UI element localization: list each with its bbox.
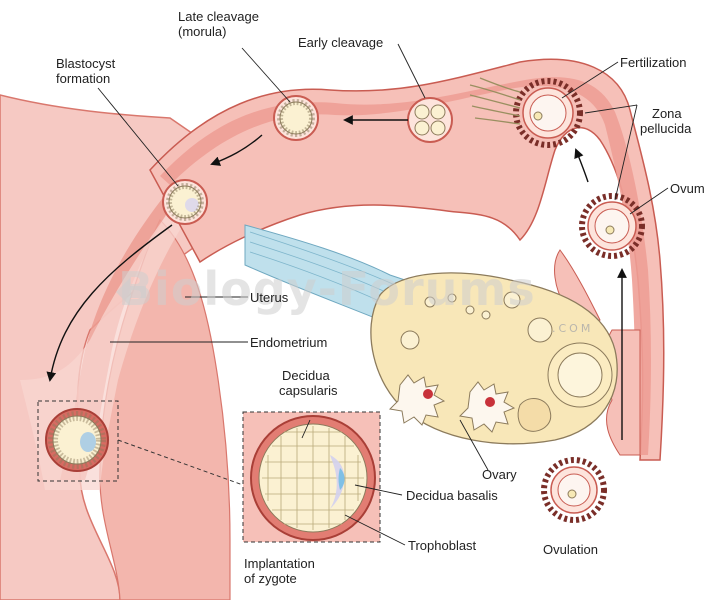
label-uterus: Uterus bbox=[250, 290, 289, 305]
label-late-cleavage: Late cleavage (morula) bbox=[178, 9, 259, 39]
label-implantation: Implantation of zygote bbox=[244, 556, 315, 586]
label-blastocyst-line1: Blastocyst bbox=[56, 56, 116, 71]
label-decidua-basalis: Decidua basalis bbox=[406, 488, 498, 503]
label-decidua-capsularis-line1: Decidua bbox=[282, 368, 330, 383]
label-fertilization: Fertilization bbox=[620, 55, 687, 70]
label-late-cleavage-line2: (morula) bbox=[178, 24, 227, 39]
watermark-text: Biology-Forums bbox=[118, 262, 536, 316]
label-decidua-capsularis-line2: capsularis bbox=[279, 383, 338, 398]
ovary-follicles bbox=[400, 291, 613, 432]
label-ovary: Ovary bbox=[482, 467, 517, 482]
zoom-line-top bbox=[117, 439, 244, 486]
label-early-cleavage: Early cleavage bbox=[298, 35, 384, 50]
label-late-cleavage-line1: Late cleavage bbox=[178, 9, 259, 24]
ovulation-cell bbox=[541, 457, 607, 523]
tube-lumen bbox=[160, 77, 651, 455]
watermark-logo-icon bbox=[116, 278, 146, 306]
corpus-luteum bbox=[388, 374, 516, 433]
label-ovum: Ovum bbox=[670, 181, 705, 196]
label-blastocyst: Blastocyst formation bbox=[56, 56, 115, 86]
label-implantation-line1: Implantation bbox=[244, 556, 315, 571]
label-ovulation: Ovulation bbox=[543, 542, 598, 557]
inset-zygote bbox=[250, 415, 376, 541]
label-zona-pellucida: Zona pellucida bbox=[640, 106, 691, 136]
implant-box-small bbox=[37, 400, 119, 482]
label-trophoblast: Trophoblast bbox=[408, 538, 477, 553]
label-zona-line2: pellucida bbox=[640, 121, 692, 136]
early-cleavage-cell bbox=[407, 97, 453, 143]
ovum-cell bbox=[579, 193, 645, 259]
fertilization-cell bbox=[469, 77, 583, 148]
label-implantation-line2: of zygote bbox=[244, 571, 297, 586]
label-endometrium: Endometrium bbox=[250, 335, 328, 350]
implanted-blastocyst bbox=[45, 408, 109, 472]
label-blastocyst-line2: formation bbox=[56, 71, 111, 86]
leader-lines bbox=[97, 43, 669, 546]
ligament-striations bbox=[249, 231, 396, 306]
label-zona-line1: Zona bbox=[652, 106, 682, 121]
blastocyst-cell bbox=[162, 179, 208, 225]
migration-arrows bbox=[46, 115, 627, 440]
label-decidua-capsularis: Decidua capsularis bbox=[279, 368, 338, 398]
morula-cell bbox=[273, 95, 319, 141]
watermark-suffix: .COM bbox=[552, 322, 594, 335]
